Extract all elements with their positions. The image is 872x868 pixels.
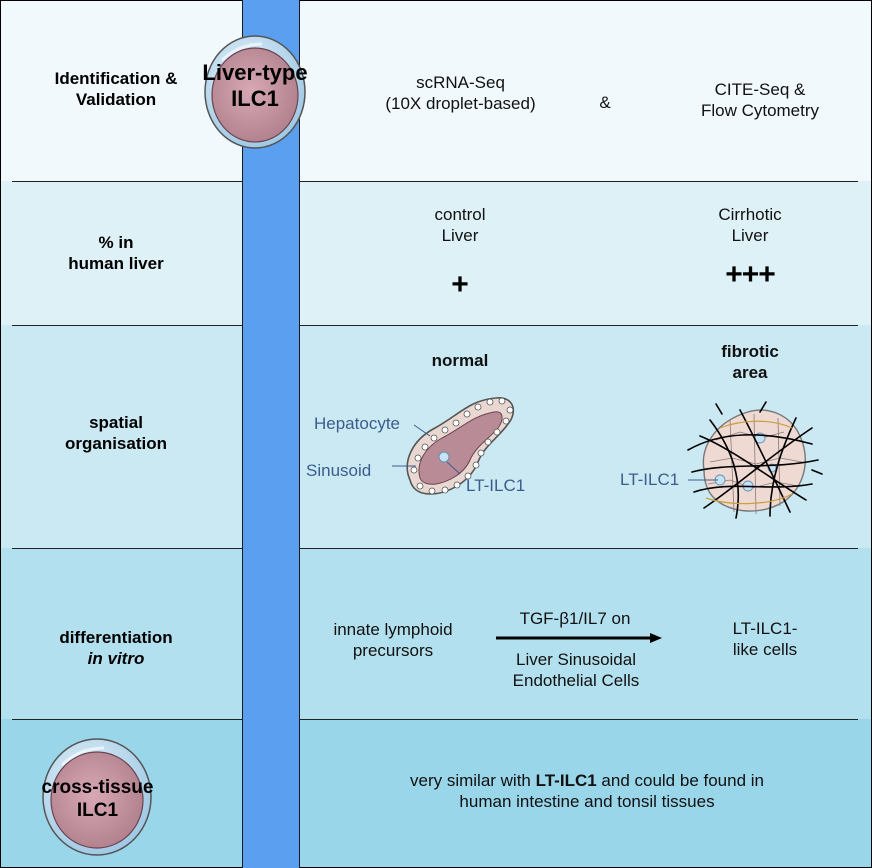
differentiation-arrow xyxy=(496,633,662,643)
row-separator xyxy=(12,548,858,549)
row-separator xyxy=(12,181,858,182)
row-label-differentiation-plain: differentiation xyxy=(59,628,173,647)
cross-tissue-text-post: and could be found in human intestine an… xyxy=(459,771,764,811)
differentiation-result: LT-ILC1- like cells xyxy=(732,619,798,659)
row-label-identification: Identification & Validation xyxy=(54,69,178,109)
liver-type-ilc1-cell-icon xyxy=(204,35,306,149)
method-cite-seq: CITE-Seq & Flow Cytometry xyxy=(700,80,820,120)
cirrhotic-liver-level: +++ xyxy=(725,258,776,291)
row-label-differentiation-italic: in vitro xyxy=(87,649,145,668)
control-liver-label: control Liver xyxy=(434,205,486,245)
cross-tissue-ilc1-title: cross-tissue ILC1 xyxy=(41,777,154,821)
fibrotic-tissue-icon xyxy=(687,401,823,519)
hepatocyte-label: Hepatocyte xyxy=(314,414,400,433)
differentiation-condition-top: TGF-β1/IL7 on xyxy=(519,609,631,628)
control-liver-level: + xyxy=(451,268,469,301)
row-label-spatial: spatial organisation xyxy=(64,413,167,453)
cross-tissue-ilc1-cell-icon xyxy=(42,738,152,856)
row-separator xyxy=(12,719,858,720)
method-connector: & xyxy=(599,93,611,112)
cirrhotic-liver-label: Cirrhotic Liver xyxy=(718,205,782,245)
normal-title: normal xyxy=(431,351,489,370)
differentiation-condition-bottom: Liver Sinusoidal Endothelial Cells xyxy=(512,650,640,690)
cross-tissue-description: very similar with LT-ILC1 and could be f… xyxy=(322,770,852,812)
cross-tissue-text-bold: LT-ILC1 xyxy=(535,771,597,790)
row-label-percent: % in human liver xyxy=(68,233,164,273)
differentiation-source: innate lymphoid precursors xyxy=(333,620,453,660)
method-scrna-seq: scRNA-Seq (10X droplet-based) xyxy=(385,73,536,113)
liver-type-ilc1-title: Liver-type ILC1 xyxy=(202,60,308,111)
row-label-differentiation: differentiation in vitro xyxy=(0,627,232,669)
row-band-identification xyxy=(0,0,872,182)
fibrotic-title: fibrotic area xyxy=(721,342,779,382)
row-separator xyxy=(12,325,858,326)
row-band-differentiation xyxy=(0,548,872,719)
normal-lt-ilc1-label: LT-ILC1 xyxy=(466,476,526,495)
cross-tissue-text-pre: very similar with xyxy=(409,771,536,790)
row-band-percent xyxy=(0,181,872,325)
normal-liver-tissue-icon xyxy=(392,397,515,495)
sinusoid-label: Sinusoid xyxy=(306,461,372,480)
fibrotic-lt-ilc1-label: LT-ILC1 xyxy=(620,470,680,489)
